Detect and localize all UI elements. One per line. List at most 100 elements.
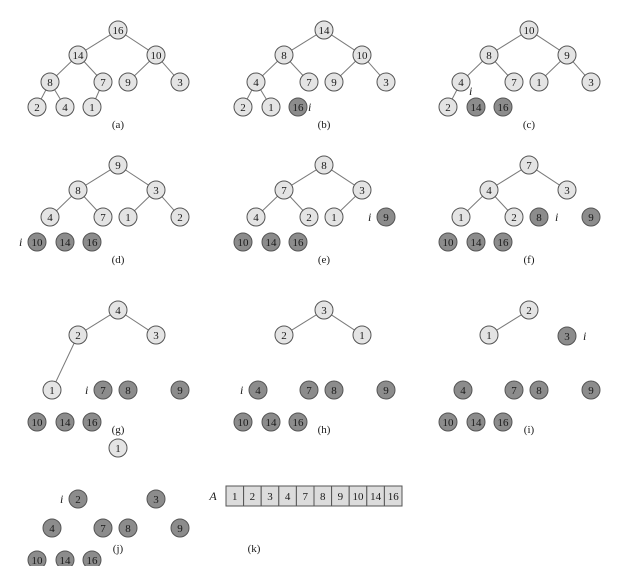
node-value: 14 <box>471 417 483 429</box>
heap-node-circle <box>314 300 334 320</box>
heap-node: 1 <box>261 97 281 117</box>
node-value: 3 <box>153 494 159 506</box>
node-value: 2 <box>240 102 246 114</box>
sorted-node-circle <box>93 518 113 538</box>
heap-node: 14 <box>314 20 334 40</box>
sorted-node-circle <box>581 380 601 400</box>
node-value: 1 <box>458 212 464 224</box>
sorted-node-circle <box>233 412 253 432</box>
heap-node: 2 <box>438 97 458 117</box>
tree-edge <box>134 60 150 77</box>
node-value: 9 <box>588 212 594 224</box>
node-value: 1 <box>536 77 542 89</box>
sorted-node-circle <box>529 207 549 227</box>
node-value: 7 <box>306 77 312 89</box>
node-value: 9 <box>115 160 121 172</box>
tree-edge <box>95 90 100 99</box>
node-value: 3 <box>177 77 183 89</box>
node-value: 14 <box>60 237 72 249</box>
node-value: 10 <box>151 50 163 62</box>
array-cell-value: 10 <box>353 491 365 503</box>
heap-node: 14 <box>68 45 88 65</box>
node-value: 7 <box>100 212 106 224</box>
heap-node: 7 <box>519 155 539 175</box>
array-cell-value: 7 <box>302 491 308 503</box>
panel-caption: (h) <box>318 424 331 436</box>
heap-node: 4 <box>451 72 471 92</box>
heap-node-circle <box>68 45 88 65</box>
heap-node: 16 <box>108 20 128 40</box>
tree-edge <box>291 169 317 186</box>
sorted-node-circle <box>27 412 47 432</box>
tree-edge <box>40 89 47 100</box>
heap-node-circle <box>68 180 88 200</box>
tree-edge <box>291 314 317 331</box>
tree-edge <box>246 89 253 100</box>
heap-node: 4 <box>453 380 473 400</box>
sorted-node-circle <box>324 380 344 400</box>
sorted-node-circle <box>376 207 396 227</box>
node-value: 3 <box>359 185 365 197</box>
node-value: 10 <box>443 417 455 429</box>
node-value: 14 <box>266 417 278 429</box>
sorted-node-circle <box>68 489 88 509</box>
heap-node: 16 <box>493 97 513 117</box>
heap-node: 16 <box>288 232 308 252</box>
pointer-i-label: i <box>85 383 88 397</box>
heap-node: 7 <box>93 380 113 400</box>
node-value: 16 <box>87 237 99 249</box>
sorted-node-circle <box>42 518 62 538</box>
node-value: 1 <box>268 102 274 114</box>
heap-node: 14 <box>261 232 281 252</box>
heap-node: 14 <box>466 412 486 432</box>
heap-node: 1 <box>324 207 344 227</box>
heap-node: 1 <box>82 97 102 117</box>
sorted-node-circle <box>118 518 138 538</box>
node-value: 4 <box>49 523 55 535</box>
heap-node: 10 <box>146 45 166 65</box>
array-cell <box>383 485 403 507</box>
sorted-node-circle <box>170 518 190 538</box>
tree-edge <box>262 195 278 212</box>
sorted-node-circle <box>261 232 281 252</box>
tree-edge <box>496 34 522 51</box>
node-value: 1 <box>115 443 121 455</box>
node-value: 3 <box>321 305 327 317</box>
node-value: 3 <box>588 77 594 89</box>
sorted-node-circle <box>466 97 486 117</box>
heap-node: 3 <box>581 72 601 92</box>
node-value: 9 <box>331 77 337 89</box>
heap-node-circle <box>274 180 294 200</box>
node-value: 3 <box>383 77 389 89</box>
heap-node-circle <box>479 325 499 345</box>
heap-node-circle <box>451 72 471 92</box>
sorted-node-circle <box>557 326 577 346</box>
node-value: 8 <box>125 385 131 397</box>
heap-node-circle <box>40 207 60 227</box>
sorted-node-circle <box>288 97 308 117</box>
node-value: 16 <box>498 417 510 429</box>
node-value: 10 <box>238 417 250 429</box>
tree-edge <box>289 196 304 211</box>
heap-node: 10 <box>27 412 47 432</box>
tree-edge <box>536 34 560 51</box>
array-cell-value: 2 <box>250 491 256 503</box>
sorted-node-circle <box>581 207 601 227</box>
heap-node-circle <box>324 72 344 92</box>
heap-node-circle <box>93 207 113 227</box>
node-value: 1 <box>331 212 337 224</box>
tree-edge <box>331 314 355 331</box>
heap-node-circle <box>93 72 113 92</box>
node-value: 2 <box>281 330 287 342</box>
heap-node: 9 <box>376 380 396 400</box>
heap-node: 8 <box>118 518 138 538</box>
array-cell-value: 1 <box>232 491 238 503</box>
heap-node: 10 <box>438 412 458 432</box>
node-value: 7 <box>511 77 517 89</box>
panel-caption: (b) <box>318 119 331 131</box>
heap-node: 4 <box>42 518 62 538</box>
heap-node-circle <box>451 207 471 227</box>
pointer-i-label: i <box>308 100 311 114</box>
